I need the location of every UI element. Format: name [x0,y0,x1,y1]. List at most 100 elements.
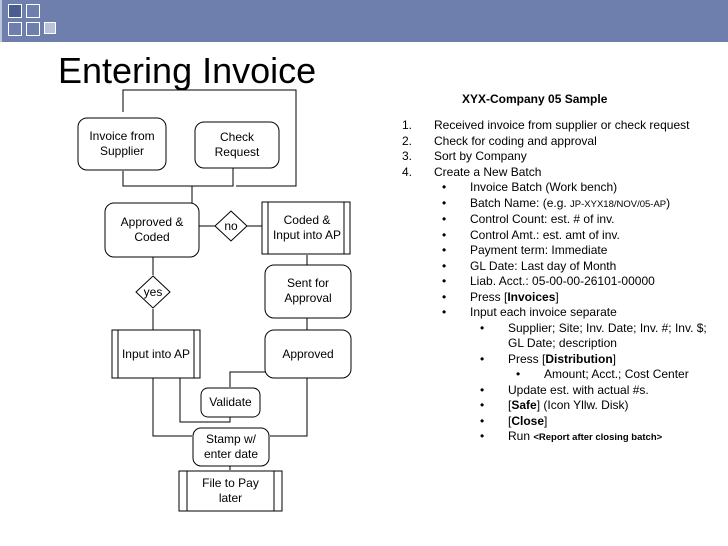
list-item-text: Payment term: Immediate [470,243,608,257]
check-request-label: Check Request [214,130,260,159]
list-item-text: Safe [511,398,537,412]
sample-heading: XYX-Company 05 Sample [462,92,608,106]
list-item: • Press [Distribution] [400,352,714,368]
list-item-text: <Report after closing batch> [533,432,663,443]
list-marker: • [480,382,485,397]
list-item: • Payment term: Immediate [400,243,714,259]
list-item-text: Received invoice from supplier or check … [434,118,690,132]
list-item-text: Distribution [545,351,613,366]
list-marker: • [442,305,447,319]
approved-label: Approved [282,346,334,361]
list-item-text: Press [ [508,351,546,366]
sent-for-approval-box [264,264,352,319]
list-marker: • [480,429,485,443]
list-item: • Batch Name: (e.g. JP-XYX18/NOV/05-AP) [400,196,714,213]
list-item-text: Amount; Acct.; Cost Center [544,367,689,381]
sent-for-approval-label: Sent for Approval [284,276,332,305]
list-item-text: JP-XYX18/NOV/05-AP [570,198,667,210]
decor-square [26,22,40,36]
list-item: • GL Date: Last day of Month [400,259,714,275]
list-marker: • [442,227,447,242]
check-request-box [194,121,280,169]
list-marker: • [480,398,485,412]
coded-input-box [261,201,351,255]
list-item-text: Close [511,413,545,428]
list-item-text: ] (Icon Yllw. Disk) [536,398,629,412]
list-marker: • [442,243,447,257]
approved-box [264,329,352,379]
stamp-label: Stamp w/ enter date [203,432,259,461]
file-to-pay-box [178,470,283,512]
list-item-text: Supplier; Site; Inv. Date; Inv. #; Inv. … [508,320,707,351]
connector [122,89,297,187]
list-item: • Control Count: est. # of inv. [400,212,714,228]
list-marker: • [480,351,485,366]
invoice-from-supplier-box [77,117,167,171]
list-item: • [Close] [400,414,714,430]
list-item: 1.Received invoice from supplier or chec… [400,118,714,134]
list-item-text: ] [612,351,617,366]
list-item-text: Update est. with actual #s. [508,382,649,397]
connector [152,378,308,437]
list-item-text: Batch Name: (e.g. [470,195,571,210]
validate-label: Validate [209,395,252,409]
list-item: •Supplier; Site; Inv. Date; Inv. #; Inv.… [400,321,714,352]
list-item: • Input each invoice separate [400,305,714,321]
list-item: • Control Amt.: est. amt of inv. [400,228,714,244]
list-marker: 2. [402,133,413,148]
list-item-text: Control Count: est. # of inv. [470,212,615,226]
validate-box [200,387,261,418]
file-to-pay-label: File to Pay later [202,476,259,505]
list-marker: 4. [402,164,413,179]
decision-no [214,210,248,242]
list-item-text: Invoices [507,289,556,304]
list-item: • [Safe] (Icon Yllw. Disk) [400,398,714,414]
header-band [0,0,728,42]
list-marker: • [442,274,447,288]
approved-coded-box [104,202,200,258]
decision-yes [135,275,171,309]
list-item: • Run <Report after closing batch> [400,429,714,446]
connector [122,168,234,187]
list-item: • Press [Invoices] [400,290,714,306]
list-marker: • [442,212,447,226]
list-item-text: ] [544,413,548,428]
list-item-text: Press [ [470,289,508,304]
list-item-text: Create a New Batch [434,164,542,179]
list-item-text: Run [508,429,534,443]
decor-square [8,4,22,18]
list-item-text: Input each invoice separate [470,305,617,319]
invoice-from-supplier-label: Invoice from Supplier [89,129,155,158]
list-item-text: ) [666,195,671,210]
list-item-text: Invoice Batch (Work bench) [470,180,618,194]
list-marker: • [442,289,447,304]
input-into-ap-label: Input into AP [121,346,191,361]
list-item-text: Liab. Acct.: 05-00-00-26101-00000 [470,274,655,288]
list-item-text: GL Date: Last day of Month [470,258,617,273]
list-marker: • [442,195,447,210]
list-item-text: [ [508,398,512,412]
list-item-text: Check for coding and approval [434,133,597,148]
list-marker: • [442,258,447,273]
list-item: • Update est. with actual #s. [400,383,714,399]
list-marker: • [480,413,485,428]
list-marker: 3. [402,149,413,163]
coded-input-label: Coded & Input into AP [272,213,342,242]
decision-no-label: no [224,218,238,233]
list-item-text: Control Amt.: est. amt of inv. [470,227,620,242]
stamp-box [192,427,270,467]
list-marker: • [442,180,447,194]
approved-coded-label: Approved & Coded [120,215,184,244]
list-item-text: [ [508,413,512,428]
page-title: Entering Invoice [58,50,317,91]
list-item: • Amount; Acct.; Cost Center [400,367,714,383]
list-item-text: ] [555,289,559,304]
list-item: • Invoice Batch (Work bench) [400,180,714,196]
list-item: 4. Create a New Batch [400,165,714,181]
list-item: 2. Check for coding and approval [400,134,714,150]
decor-square [8,22,22,36]
list-marker: • [516,367,521,381]
decor-square [44,22,56,34]
list-item-text: Sort by Company [434,149,527,163]
